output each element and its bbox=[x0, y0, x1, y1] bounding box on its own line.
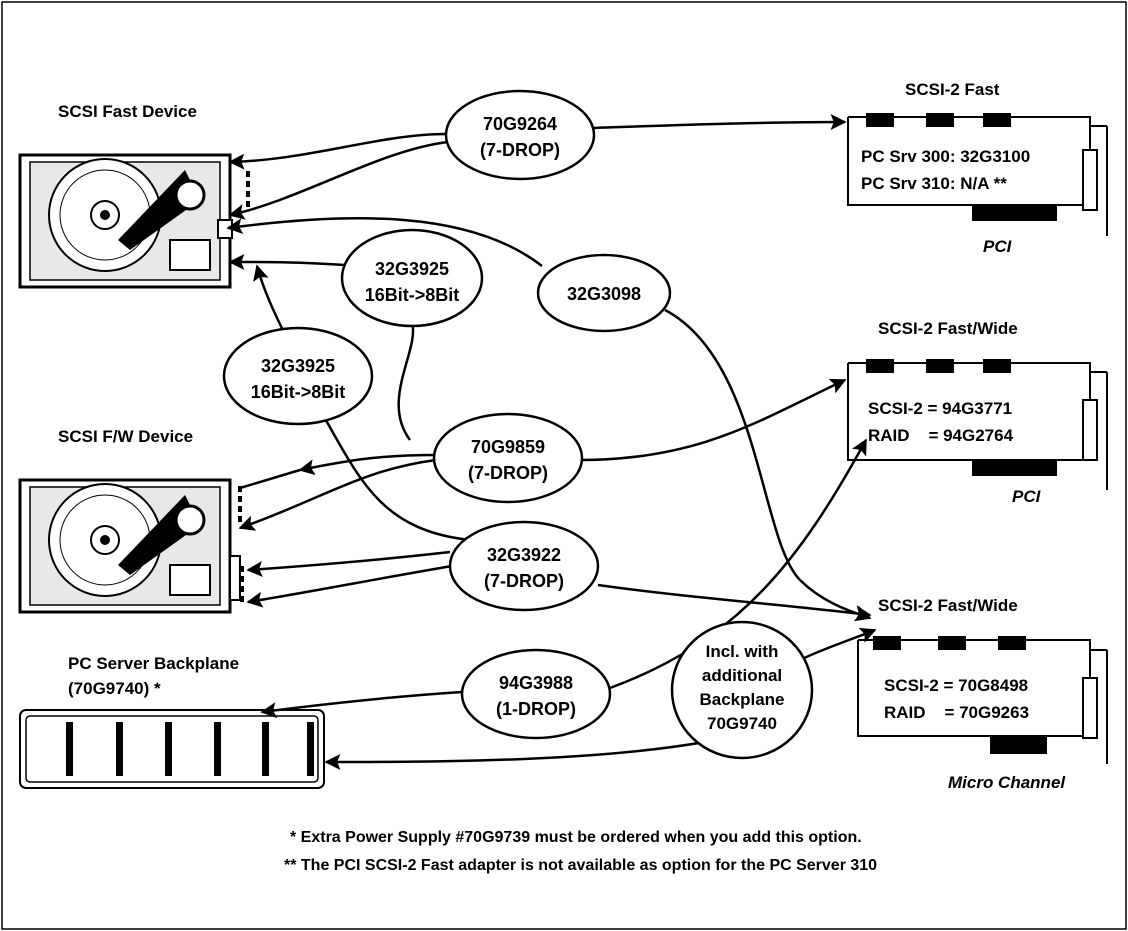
cable-32G3098-pn: 32G3098 bbox=[567, 284, 641, 304]
cable-backplane-line3: Backplane bbox=[699, 690, 784, 709]
cable-32G3925-lower: 32G3925 16Bit->8Bit bbox=[222, 326, 374, 426]
adapter1-card bbox=[847, 113, 1108, 236]
fast-device-drive-icon bbox=[18, 153, 233, 289]
fast-device-connector-dots bbox=[246, 171, 250, 207]
adapter2-bus: PCI bbox=[1012, 487, 1042, 506]
cable-70G9264-pn: 70G9264 bbox=[483, 114, 557, 134]
cable-70G9859: 70G9859 (7-DROP) bbox=[432, 412, 584, 504]
adapter1-bus: PCI bbox=[983, 237, 1013, 256]
adapter3-line1: SCSI-2 = 70G8498 bbox=[884, 676, 1028, 695]
cable-wires bbox=[226, 114, 877, 770]
cable-94G3988: 94G3988 (1-DROP) bbox=[460, 648, 612, 740]
adapter3-card bbox=[857, 636, 1108, 764]
adapter2-card bbox=[847, 359, 1108, 490]
cable-32G3922-pn: 32G3922 bbox=[487, 545, 561, 565]
backplane-icon bbox=[19, 709, 325, 789]
cable-32G3925-upper-type: 16Bit->8Bit bbox=[365, 285, 460, 305]
adapter2-line1: SCSI-2 = 94G3771 bbox=[868, 399, 1012, 418]
cable-backplane-line1: Incl. with bbox=[706, 642, 779, 661]
backplane-title: PC Server Backplane bbox=[68, 654, 239, 673]
cable-32G3925-upper-pn: 32G3925 bbox=[375, 259, 449, 279]
cable-32G3925-upper: 32G3925 16Bit->8Bit bbox=[340, 228, 484, 328]
adapter3-bus: Micro Channel bbox=[948, 773, 1066, 792]
fast-device-label: SCSI Fast Device bbox=[58, 102, 197, 121]
adapter1-title: SCSI-2 Fast bbox=[905, 80, 1000, 99]
adapter3-title: SCSI-2 Fast/Wide bbox=[878, 596, 1018, 615]
cable-94G3988-type: (1-DROP) bbox=[496, 699, 576, 719]
cable-70G9264-type: (7-DROP) bbox=[480, 140, 560, 160]
cable-94G3988-pn: 94G3988 bbox=[499, 673, 573, 693]
adapter1-line1: PC Srv 300: 32G3100 bbox=[861, 147, 1030, 166]
fw-device-drive-icon bbox=[18, 478, 241, 614]
cable-32G3098: 32G3098 bbox=[536, 253, 672, 333]
cable-backplane-line4: 70G9740 bbox=[707, 714, 777, 733]
cable-32G3922: 32G3922 (7-DROP) bbox=[448, 520, 600, 612]
cable-backplane-line2: additional bbox=[702, 666, 782, 685]
fw-device-label: SCSI F/W Device bbox=[58, 427, 193, 446]
fw-device-connector-dots-top bbox=[238, 486, 242, 522]
cable-32G3925-lower-type: 16Bit->8Bit bbox=[251, 382, 346, 402]
cable-70G9859-pn: 70G9859 bbox=[471, 437, 545, 457]
cable-backplane-included: Incl. with additional Backplane 70G9740 bbox=[670, 620, 814, 760]
adapter2-line2: RAID = 94G2764 bbox=[868, 426, 1014, 445]
adapter2-title: SCSI-2 Fast/Wide bbox=[878, 319, 1018, 338]
cable-32G3925-lower-pn: 32G3925 bbox=[261, 356, 335, 376]
cable-32G3922-type: (7-DROP) bbox=[484, 571, 564, 591]
footnote-2: ** The PCI SCSI-2 Fast adapter is not av… bbox=[284, 857, 877, 874]
fw-device-connector-dots-bottom bbox=[240, 566, 244, 602]
adapter3-line2: RAID = 70G9263 bbox=[884, 703, 1029, 722]
backplane-part-number: (70G9740) * bbox=[68, 679, 161, 698]
cable-70G9859-type: (7-DROP) bbox=[468, 463, 548, 483]
footnote-1: * Extra Power Supply #70G9739 must be or… bbox=[290, 829, 862, 846]
adapter1-line2: PC Srv 310: N/A ** bbox=[861, 174, 1007, 193]
cable-70G9264: 70G9264 (7-DROP) bbox=[444, 89, 596, 181]
